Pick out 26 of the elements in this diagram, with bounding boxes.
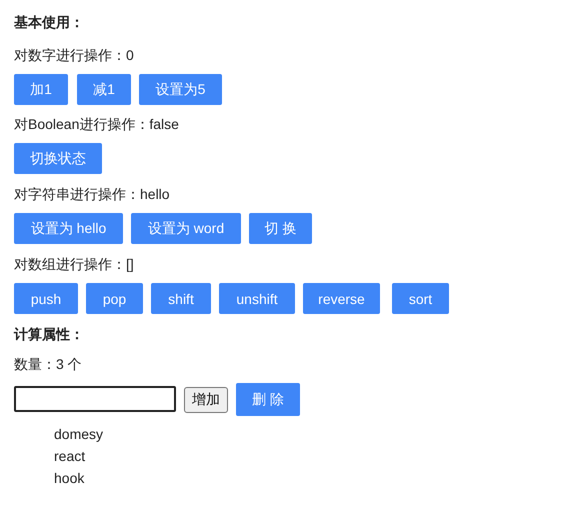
section-heading: 基本使用： [14, 13, 84, 31]
button: shift [151, 283, 211, 314]
button: reverse [303, 283, 380, 314]
button: 设置为 hello [14, 213, 123, 244]
button: unshift [219, 283, 295, 314]
input-field [14, 386, 176, 412]
list-item: domesy [54, 425, 104, 443]
button: pop [86, 283, 143, 314]
button: 设置为 word [131, 213, 241, 244]
status-text: 对数字进行操作：0 [14, 46, 134, 64]
list-item: react [54, 447, 86, 465]
count-text: 数量：3 个 [14, 355, 82, 373]
status-text: 对Boolean进行操作：false [14, 115, 179, 133]
button: 加1 [14, 74, 68, 105]
status-text: 对字符串进行操作：hello [14, 185, 170, 203]
button: 切换状态 [14, 143, 102, 174]
list-item: hook [54, 469, 84, 487]
button: 增加 [184, 387, 228, 413]
status-text: 对数组进行操作：[] [14, 255, 134, 273]
button: push [14, 283, 78, 314]
button: 减1 [77, 74, 131, 105]
button: 切 换 [249, 213, 312, 244]
button: sort [392, 283, 449, 314]
button: 设置为5 [139, 74, 222, 105]
section-heading: 计算属性： [14, 325, 84, 343]
button: 删 除 [236, 383, 300, 416]
